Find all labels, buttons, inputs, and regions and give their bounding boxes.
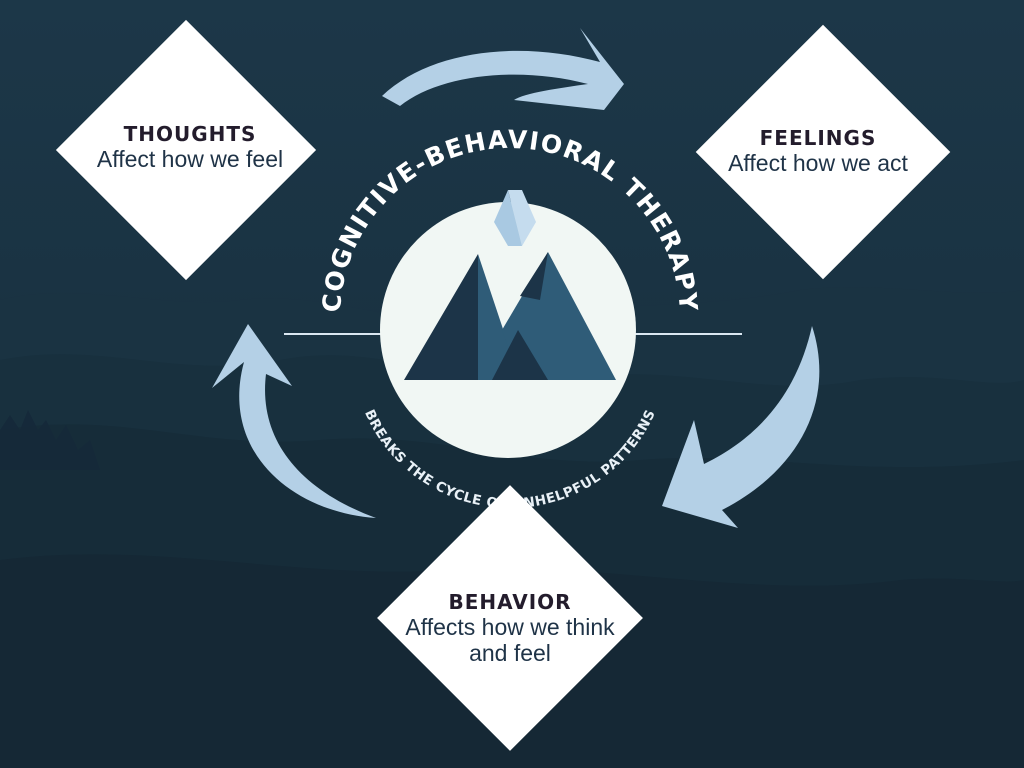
thoughts-node: THOUGHTS Affect how we feel [80,122,300,172]
thoughts-text: Affect how we feel [96,146,284,172]
behavior-text-line2: and feel [469,640,551,666]
cycle-arrow-icon [212,324,376,518]
feelings-node: FEELINGS Affect how we act [708,126,928,176]
cycle-arrow-icon [382,28,624,110]
behavior-node: BEHAVIOR Affects how we think and feel [398,590,622,666]
cycle-arrow-icon [662,326,820,528]
mountain-logo-icon [404,190,616,380]
feelings-text: Affect how we act [728,150,908,176]
thoughts-heading: THOUGHTS [123,122,257,146]
feelings-heading: FEELINGS [759,126,877,150]
behavior-text-line1: Affects how we think [405,614,615,640]
behavior-heading: BEHAVIOR [448,590,572,614]
